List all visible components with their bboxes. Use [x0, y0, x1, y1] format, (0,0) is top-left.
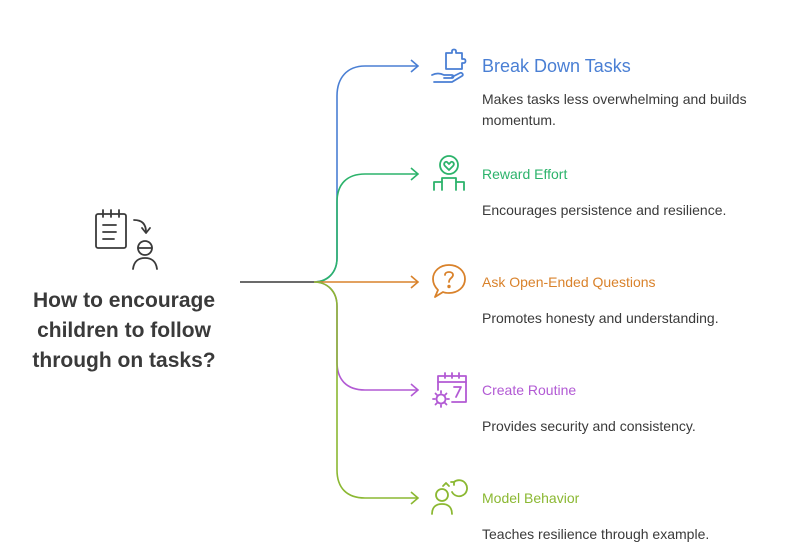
item-title: Create Routine: [482, 382, 577, 398]
item-description: Encourages persistence and resilience.: [482, 202, 727, 218]
item-description: Provides security and consistency.: [482, 418, 696, 434]
item-title: Break Down Tasks: [482, 56, 631, 76]
item-title: Model Behavior: [482, 490, 580, 506]
branch-arrowhead: [410, 491, 420, 505]
branch-connector: [313, 173, 418, 283]
item-title: Reward Effort: [482, 166, 568, 182]
question-bubble-icon: [432, 264, 466, 298]
task-checklist-child-icon: [95, 209, 158, 270]
branch-arrowhead: [410, 275, 420, 289]
person-cycle-icon: [431, 479, 468, 515]
item-description: Teaches resilience through example.: [482, 526, 710, 542]
hand-puzzle-icon: [431, 48, 467, 83]
branch-arrowhead: [410, 383, 420, 397]
branch-arrowhead: [410, 59, 420, 73]
branch-connector: [313, 281, 418, 391]
calendar-gear-icon: [432, 372, 467, 408]
central-title: How to encourage children to follow thro…: [32, 289, 216, 372]
branch-arrowhead: [410, 167, 420, 181]
branch-connector: [313, 281, 418, 499]
item-title: Ask Open-Ended Questions: [482, 274, 656, 290]
heart-podium-icon: [433, 155, 465, 191]
item-description: Promotes honesty and understanding.: [482, 310, 719, 326]
item-description: Makes tasks less overwhelming and builds…: [482, 91, 747, 128]
